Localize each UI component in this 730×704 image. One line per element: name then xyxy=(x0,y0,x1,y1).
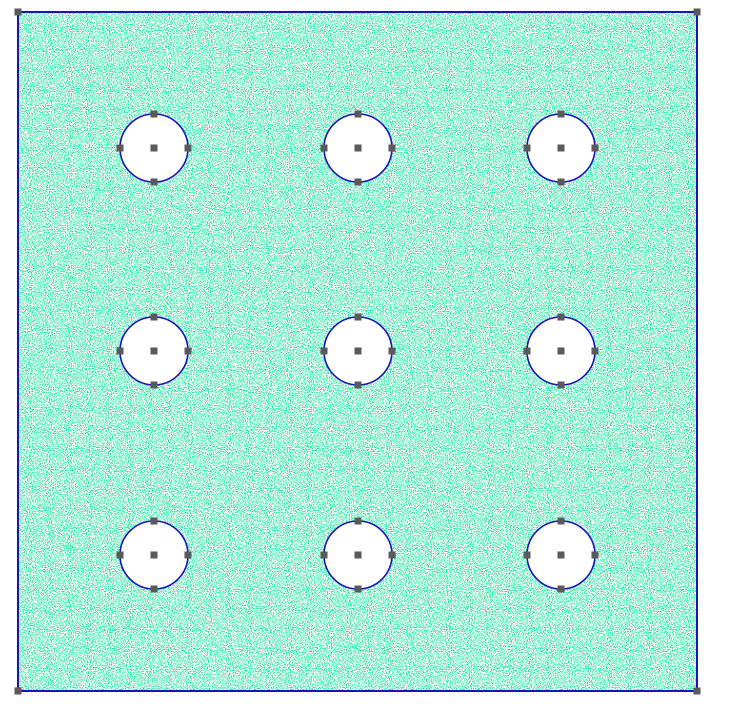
corner-node-bottom-right xyxy=(693,687,701,695)
hole-bottom-node-r3c1 xyxy=(150,585,158,593)
hole-center-node-r3c2 xyxy=(354,551,362,559)
hole-bottom-node-r1c3 xyxy=(557,178,565,186)
hole-left-node-r1c1 xyxy=(116,144,124,152)
hole-top-node-r1c2 xyxy=(354,110,362,118)
hole-bottom-node-r2c3 xyxy=(557,381,565,389)
hole-center-node-r1c2 xyxy=(354,144,362,152)
hole-bottom-node-r3c2 xyxy=(354,585,362,593)
domain-boundary xyxy=(17,11,698,692)
hole-bottom-node-r2c1 xyxy=(150,381,158,389)
hole-top-node-r3c1 xyxy=(150,517,158,525)
hole-right-node-r3c1 xyxy=(184,551,192,559)
hole-left-node-r3c2 xyxy=(320,551,328,559)
hole-center-node-r1c3 xyxy=(557,144,565,152)
hole-top-node-r3c3 xyxy=(557,517,565,525)
hole-center-node-r2c1 xyxy=(150,347,158,355)
hole-right-node-r2c2 xyxy=(388,347,396,355)
corner-node-top-right xyxy=(693,8,701,16)
hole-bottom-node-r1c2 xyxy=(354,178,362,186)
hole-right-node-r1c2 xyxy=(388,144,396,152)
hole-center-node-r3c3 xyxy=(557,551,565,559)
nodes-layer xyxy=(14,8,701,695)
hole-left-node-r1c2 xyxy=(320,144,328,152)
hole-left-node-r1c3 xyxy=(523,144,531,152)
hole-center-node-r1c1 xyxy=(150,144,158,152)
hole-center-node-r2c3 xyxy=(557,347,565,355)
hole-top-node-r2c2 xyxy=(354,313,362,321)
hole-right-node-r2c1 xyxy=(184,347,192,355)
hole-top-node-r3c2 xyxy=(354,517,362,525)
hole-bottom-node-r3c3 xyxy=(557,585,565,593)
hole-right-node-r3c3 xyxy=(591,551,599,559)
hole-top-node-r2c3 xyxy=(557,313,565,321)
hole-bottom-node-r2c2 xyxy=(354,381,362,389)
hole-top-node-r1c1 xyxy=(150,110,158,118)
hole-center-node-r3c1 xyxy=(150,551,158,559)
hole-right-node-r1c1 xyxy=(184,144,192,152)
corner-node-top-left xyxy=(14,8,22,16)
hole-left-node-r3c1 xyxy=(116,551,124,559)
hole-right-node-r1c3 xyxy=(591,144,599,152)
hole-left-node-r2c1 xyxy=(116,347,124,355)
hole-right-node-r3c2 xyxy=(388,551,396,559)
hole-top-node-r2c1 xyxy=(150,313,158,321)
corner-node-bottom-left xyxy=(14,687,22,695)
hole-bottom-node-r1c1 xyxy=(150,178,158,186)
hole-top-node-r1c3 xyxy=(557,110,565,118)
hole-left-node-r2c3 xyxy=(523,347,531,355)
hole-left-node-r3c3 xyxy=(523,551,531,559)
hole-right-node-r2c3 xyxy=(591,347,599,355)
hole-left-node-r2c2 xyxy=(320,347,328,355)
hole-center-node-r2c2 xyxy=(354,347,362,355)
